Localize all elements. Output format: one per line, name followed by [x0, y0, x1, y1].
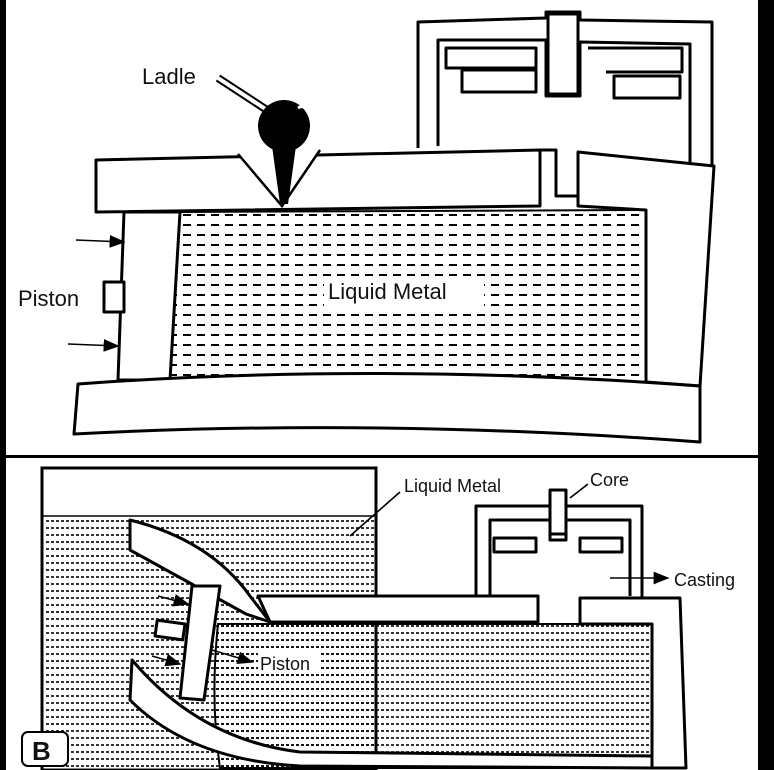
- ladle-icon: [215, 74, 310, 204]
- bottom-core: [548, 488, 568, 536]
- top-piston-rod: [102, 280, 126, 314]
- top-piston-plate: [116, 210, 182, 382]
- label-ladle: Ladle: [142, 64, 196, 89]
- gooseneck-upper: [128, 518, 272, 624]
- top-push-arrow-lower: [67, 339, 120, 352]
- core-leader: [569, 483, 589, 499]
- piston-pointer: [211, 649, 254, 664]
- liquid-metal-leader: [349, 491, 401, 537]
- bottom-casting-cavity: [474, 488, 644, 598]
- top-panel: Ladle Piston Liquid Metal: [6, 0, 758, 455]
- top-die-plate: [94, 148, 542, 214]
- label-casting: Casting: [674, 570, 735, 590]
- label-core: Core: [590, 470, 629, 490]
- label-liquid-metal-bottom: Liquid Metal: [404, 476, 501, 496]
- top-base-plate: [72, 371, 702, 444]
- bottom-die-upper: [256, 594, 540, 624]
- gooseneck-lower: [128, 658, 654, 770]
- bottom-panel: Liquid Metal Core Casting Piston B: [6, 458, 758, 770]
- bottom-chamber-metal: [213, 623, 653, 769]
- top-casting-cavity: [416, 10, 714, 168]
- bottom-arrow-1: [157, 594, 190, 607]
- top-push-arrow-upper: [75, 235, 126, 248]
- top-core: [546, 12, 580, 96]
- label-piston-bottom: Piston: [260, 654, 310, 674]
- label-liquid-metal-top: Liquid Metal: [328, 279, 447, 304]
- label-piston-top: Piston: [18, 286, 79, 311]
- bottom-piston-rod: [153, 618, 187, 642]
- bottom-piston: [178, 584, 222, 702]
- bottom-arrow-2: [151, 653, 182, 667]
- panel-letter-b: B: [32, 736, 51, 766]
